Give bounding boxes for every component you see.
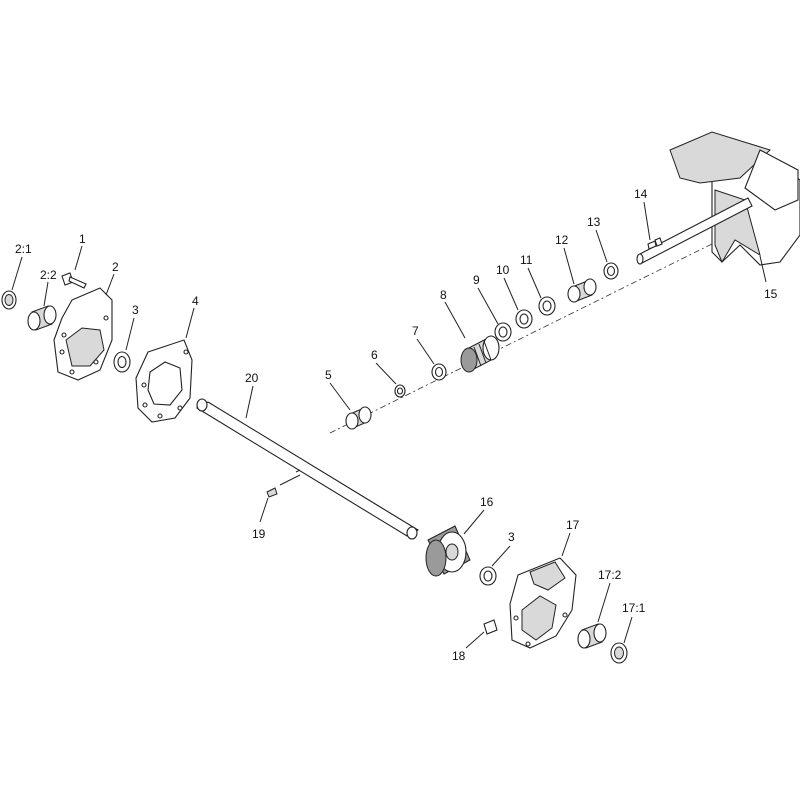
- key-part-19: [266, 487, 278, 498]
- callout-7: 7: [412, 324, 419, 338]
- bushing-part-17-2: [577, 623, 607, 649]
- callout-14: 14: [634, 187, 648, 201]
- bushing-part-5: [345, 406, 372, 430]
- callout-17-1: 17:1: [622, 601, 646, 615]
- callout-8: 8: [440, 288, 447, 302]
- callout-18: 18: [452, 649, 466, 663]
- washer-part-3a: [113, 351, 131, 373]
- seal-part-2-1: [1, 290, 17, 310]
- impeller-shaft-part: [636, 197, 753, 265]
- bushing-part-12: [567, 278, 597, 303]
- callout-17-2: 17:2: [598, 568, 622, 582]
- screw-part-1: [61, 272, 87, 289]
- callout-2-1: 2:1: [15, 242, 32, 256]
- callout-3a: 3: [132, 303, 139, 317]
- auger-shaft-part-20: [195, 398, 420, 540]
- callout-19: 19: [252, 527, 266, 541]
- impeller-blade-part: [669, 131, 800, 266]
- callout-1: 1: [79, 232, 86, 246]
- callout-2: 2: [112, 260, 119, 274]
- auger-axis-line: [329, 239, 721, 434]
- fitting-part-18: [483, 619, 498, 635]
- callout-labels: 1 2:1 2:2 2 3 4 5 6 7 8 9 10 11 12 13 14…: [15, 187, 778, 663]
- callout-10: 10: [496, 263, 510, 277]
- gear-part-16: [425, 525, 471, 577]
- callout-17: 17: [566, 518, 580, 532]
- callout-15: 15: [764, 287, 778, 301]
- housing-part-17: [509, 557, 577, 649]
- key-part-14: [647, 240, 657, 250]
- callout-11: 11: [520, 253, 533, 267]
- washer-part-7: [431, 363, 447, 381]
- worm-gear-part-8: [460, 335, 500, 373]
- seal-part-17-1: [610, 642, 628, 664]
- callout-4: 4: [192, 294, 199, 308]
- callout-20: 20: [245, 371, 259, 385]
- bushing-part-2-2: [27, 305, 57, 331]
- callout-2-2: 2:2: [40, 268, 57, 282]
- ring-part-6: [394, 384, 406, 398]
- gasket-part-4: [135, 339, 193, 423]
- housing-half-part-2: [53, 287, 113, 381]
- callout-6: 6: [371, 348, 378, 362]
- callout-16: 16: [480, 495, 494, 509]
- callout-13: 13: [587, 215, 601, 229]
- callout-9: 9: [473, 273, 480, 287]
- washer-part-11: [538, 296, 556, 316]
- callout-12: 12: [555, 233, 569, 247]
- callout-5: 5: [325, 368, 332, 382]
- washer-part-3b: [479, 566, 497, 586]
- washer-part-9: [494, 322, 512, 342]
- washer-part-10: [515, 309, 533, 329]
- washer-part-13: [603, 262, 619, 280]
- callout-3b: 3: [508, 530, 515, 544]
- leader-lines: [11, 201, 767, 649]
